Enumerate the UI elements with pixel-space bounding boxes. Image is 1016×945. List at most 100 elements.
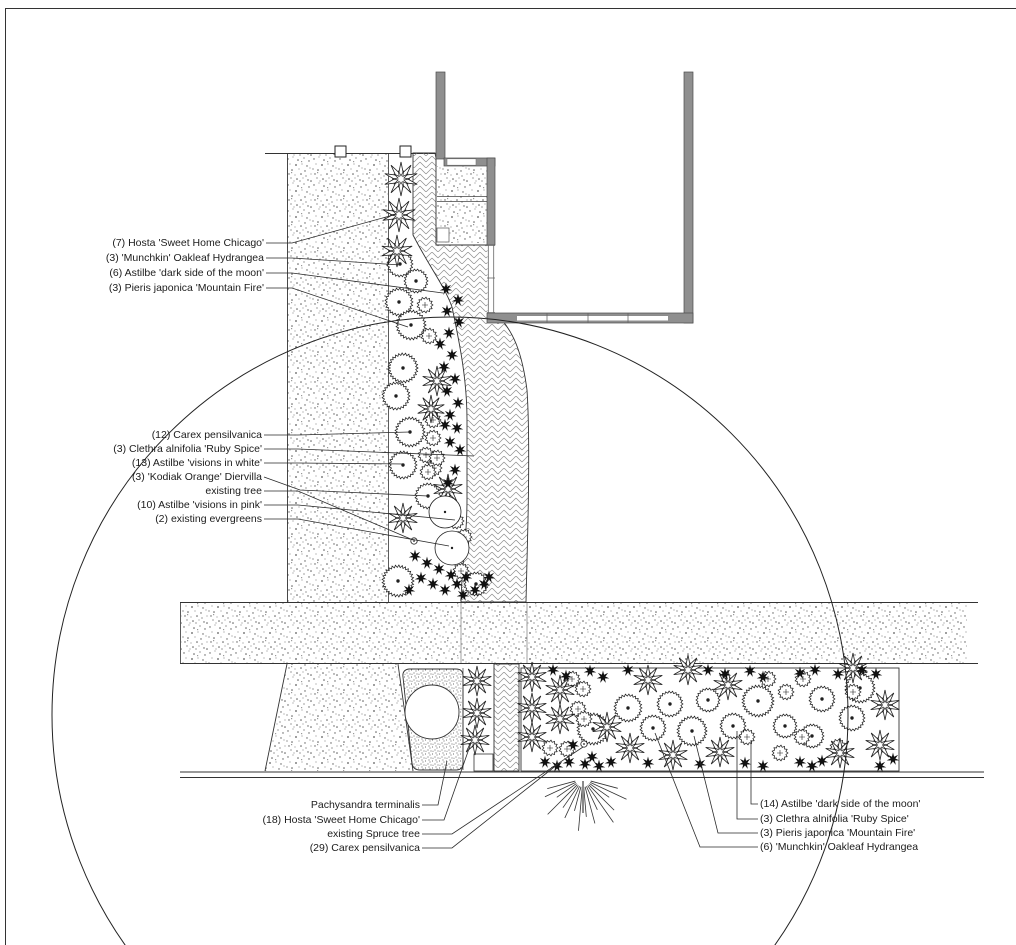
carex-symbol [831,667,845,680]
carex-symbol [738,756,752,769]
astilbe-symbol [420,327,438,345]
carex-symbol [808,663,822,676]
shrub-symbol [387,352,419,384]
shrub-symbol [613,693,643,723]
leader-line [654,732,758,848]
hosta-symbol [633,664,663,696]
shrub-symbol [381,381,411,411]
existing-shrub-circle [404,684,460,740]
carex-symbol [439,282,453,295]
leader-line [264,518,450,547]
house-wall-left [435,71,446,160]
leader-line [264,448,475,457]
carex-symbol [450,421,464,434]
hosta-symbol [422,365,452,397]
leader-line [263,476,429,497]
window-band [517,313,668,323]
evergreen-symbol [428,495,462,529]
hosta-symbol [825,737,855,769]
plant-label-middle-left: (13) Astilbe 'visions in white' [131,457,262,469]
gate-post [334,145,347,158]
leader-line [264,462,405,465]
hosta-symbol [545,703,575,735]
carex-symbol [451,396,465,409]
shrub-symbol [639,714,667,742]
hosta-symbol [462,697,492,729]
astilbe-symbol [771,744,789,762]
hosta-symbol [517,661,547,693]
carex-symbol [450,577,464,590]
driveway [265,153,436,602]
leader-line [266,257,402,266]
carex-symbol [585,750,599,763]
house-building [435,71,694,324]
carex-symbol [559,669,573,682]
leader-line [422,742,472,821]
shrub-symbol [676,715,708,747]
house-wall-right [683,71,694,324]
leader-line [736,731,758,820]
plant-label-bottom-left: (29) Carex pensilvanica [309,842,420,854]
carex-symbol [869,667,883,680]
hosta-symbol [658,739,688,771]
astilbe-symbol [416,296,434,314]
existing-tree-trunk [410,537,418,545]
carex-symbol [440,304,454,317]
carex-symbol [442,326,456,339]
plant-label-upper-left: (3) Pieris japonica 'Mountain Fire' [108,282,264,294]
carex-symbol [440,384,454,397]
leader-line [264,431,411,436]
astilbe-symbol [575,710,593,728]
gate-post [399,145,412,158]
pachysandra-bed [402,668,464,771]
carex-symbol [408,549,422,562]
carex-symbol [886,752,900,765]
shrub-symbol [808,685,836,713]
plant-label-bottom-left: (18) Hosta 'Sweet Home Chicago' [262,814,421,826]
shrub-symbol [695,687,721,713]
leader-line [422,746,584,835]
carex-symbol [756,670,770,683]
carex-symbol [641,756,655,769]
carex-symbol [468,583,482,596]
carex-symbol [592,759,606,772]
carex-symbol [583,664,597,677]
plant-label-middle-left: (10) Astilbe 'visions in pink' [137,499,262,511]
hosta-symbol [713,669,743,701]
leader-line [266,272,444,294]
carex-symbol [433,337,447,350]
carex-symbol [566,738,580,751]
spruce-branches-symbol [544,780,627,831]
hosta-symbol [384,161,418,197]
carex-symbol [793,666,807,679]
carex-symbol [805,759,819,772]
side-window [487,245,495,313]
shrub-symbol [719,712,747,740]
hosta-symbol [592,711,622,743]
leader-line [266,213,398,244]
hosta-symbol [388,502,418,534]
carex-symbol [452,315,466,328]
carex-symbol [453,443,467,456]
hosta-symbol [382,197,416,233]
carex-symbol [546,663,560,676]
shrub-symbol [381,564,415,598]
carex-symbol [438,583,452,596]
hosta-symbol [381,234,413,268]
shrub-symbol [388,450,418,480]
shrub-symbol [741,684,775,718]
carex-symbol [793,755,807,768]
carex-symbol [743,664,757,677]
carex-symbol [855,663,869,676]
carex-symbol [718,667,732,680]
plant-label-upper-left: (6) Astilbe 'dark side of the moon' [109,267,264,279]
plant-label-middle-left: existing tree [205,485,262,497]
plant-label-bottom-left: existing Spruce tree [327,828,420,840]
plant-label-upper-left: (7) Hosta 'Sweet Home Chicago' [112,237,264,249]
plant-label-bottom-right: (6) 'Munchkin' Oakleaf Hydrangea [760,841,919,853]
leader-line [266,287,409,328]
plant-label-middle-left: (12) Carex pensilvanica [151,429,262,441]
sidewalk [180,602,978,664]
